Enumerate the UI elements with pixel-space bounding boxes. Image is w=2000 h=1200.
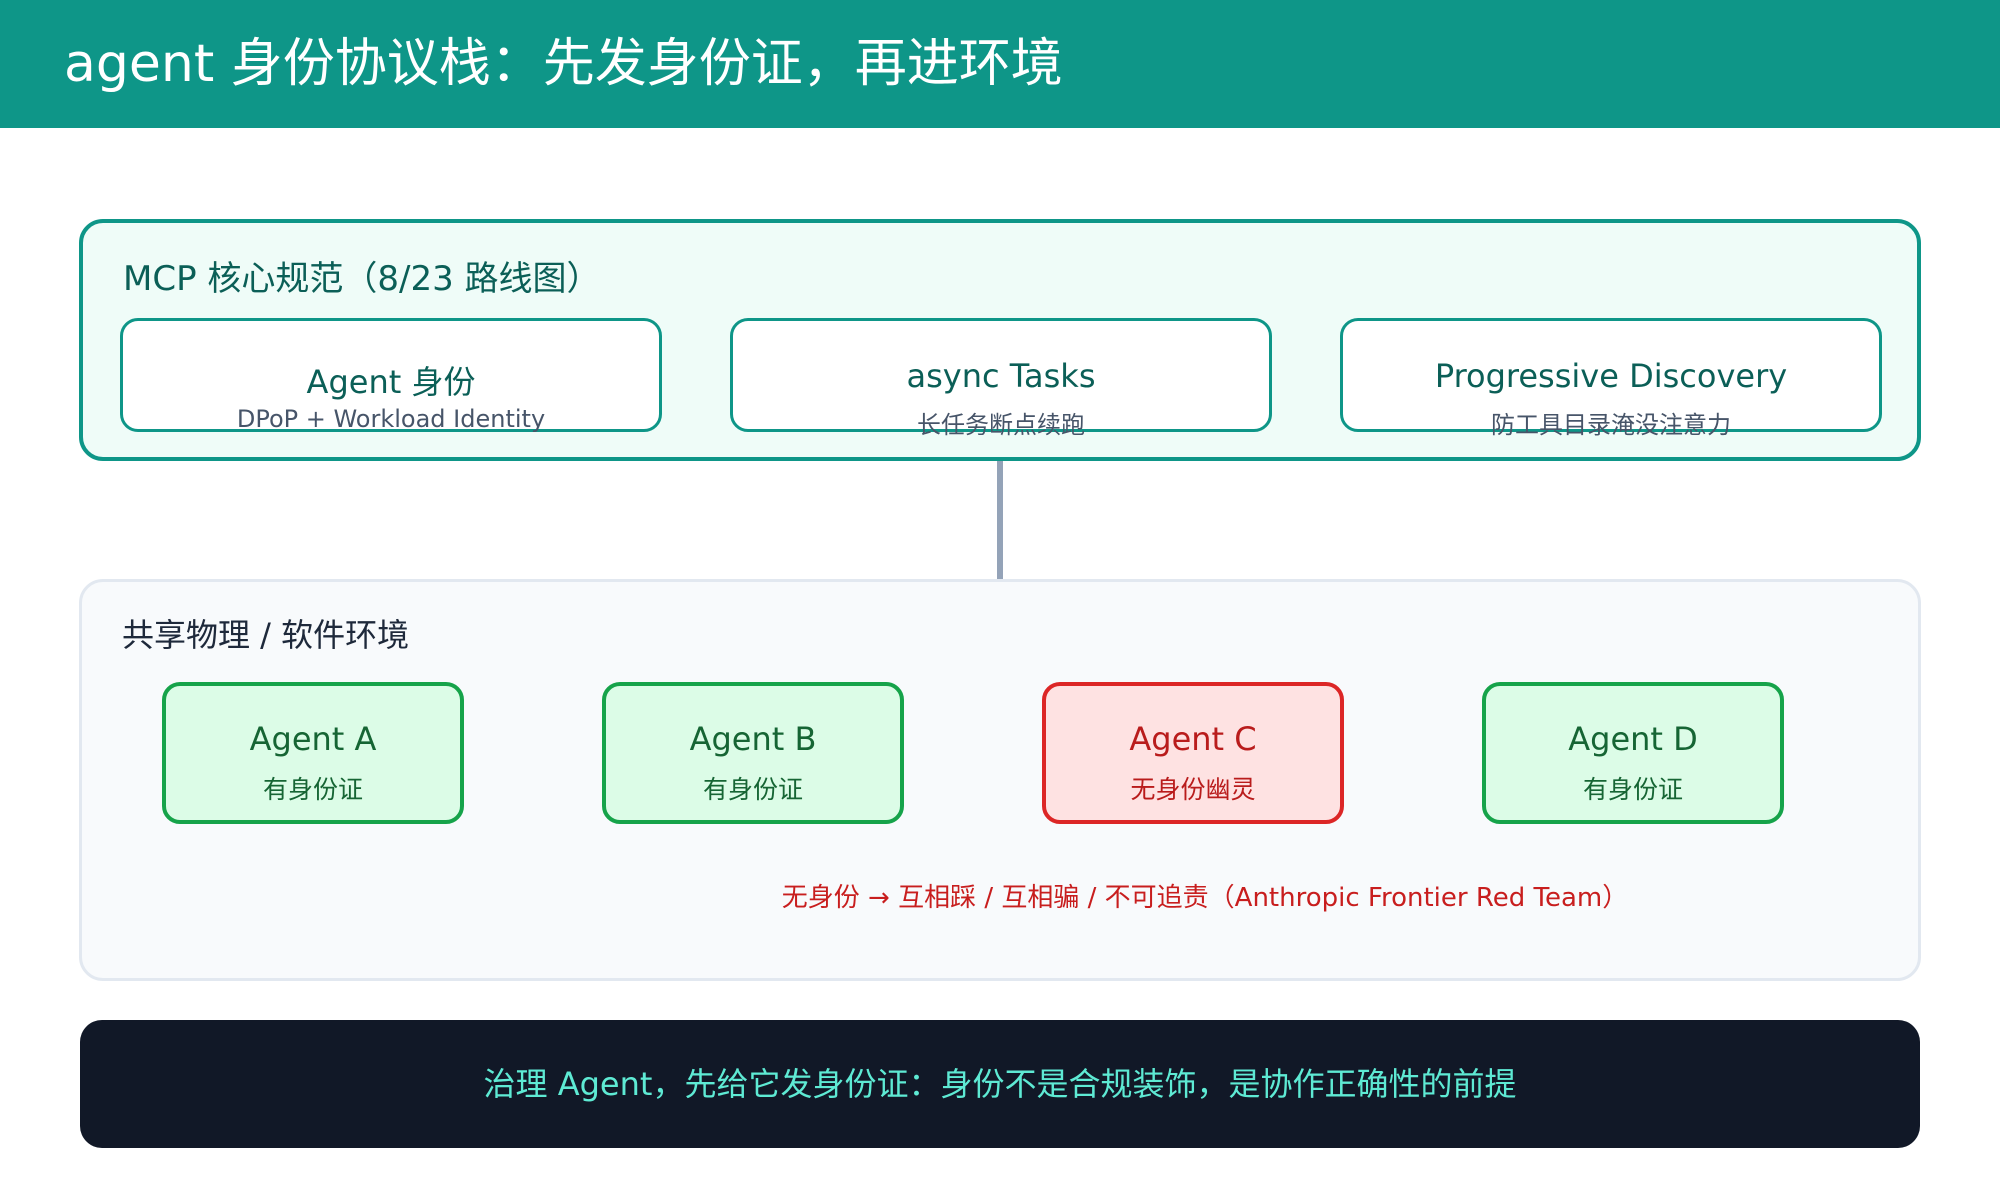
spec-subtitle: DPoP + Workload Identity bbox=[236, 405, 546, 433]
agent-name: Agent A bbox=[249, 720, 377, 758]
agent-card-d: Agent D 有身份证 bbox=[1482, 682, 1784, 824]
header-bar: agent 身份协议栈：先发身份证，再进环境 bbox=[0, 0, 2000, 128]
agent-status: 有身份证 bbox=[1582, 775, 1683, 804]
mcp-spec-panel: MCP 核心规范（8/23 路线图） Agent 身份 DPoP + Workl… bbox=[79, 219, 1921, 461]
page-title: agent 身份协议栈：先发身份证，再进环境 bbox=[64, 34, 1063, 94]
spec-title: Progressive Discovery bbox=[1434, 357, 1788, 395]
agent-name: Agent D bbox=[1568, 720, 1698, 758]
environment-panel: 共享物理 / 软件环境 Agent A 有身份证 Agent B 有身份证 Ag… bbox=[79, 579, 1921, 981]
mcp-panel-title: MCP 核心规范（8/23 路线图） bbox=[123, 259, 601, 299]
agent-card-a: Agent A 有身份证 bbox=[162, 682, 464, 824]
connector-line bbox=[997, 461, 1003, 579]
spec-box-async-tasks: async Tasks 长任务断点续跑 bbox=[730, 318, 1272, 439]
agent-status: 有身份证 bbox=[262, 775, 363, 804]
footer-text: 治理 Agent，先给它发身份证：身份不是合规装饰，是协作正确性的前提 bbox=[483, 1065, 1517, 1103]
agent-name: Agent B bbox=[689, 720, 817, 758]
spec-box-progressive-discovery: Progressive Discovery 防工具目录淹没注意力 bbox=[1340, 318, 1882, 439]
agent-status: 有身份证 bbox=[702, 775, 803, 804]
footer-banner: 治理 Agent，先给它发身份证：身份不是合规装饰，是协作正确性的前提 bbox=[80, 1020, 1920, 1148]
spec-title: Agent 身份 bbox=[306, 363, 476, 401]
spec-box-agent-identity: Agent 身份 DPoP + Workload Identity bbox=[120, 318, 662, 433]
agent-name: Agent C bbox=[1129, 720, 1257, 758]
environment-panel-title: 共享物理 / 软件环境 bbox=[122, 616, 410, 654]
warning-note: 无身份 → 互相踩 / 互相骗 / 不可追责（Anthropic Frontie… bbox=[781, 883, 1629, 913]
spec-title: async Tasks bbox=[906, 357, 1096, 395]
agent-card-b: Agent B 有身份证 bbox=[602, 682, 904, 824]
agent-status: 无身份幽灵 bbox=[1130, 775, 1256, 804]
spec-subtitle: 长任务断点续跑 bbox=[917, 411, 1085, 439]
agent-card-c: Agent C 无身份幽灵 bbox=[1042, 682, 1344, 824]
spec-subtitle: 防工具目录淹没注意力 bbox=[1491, 411, 1731, 439]
